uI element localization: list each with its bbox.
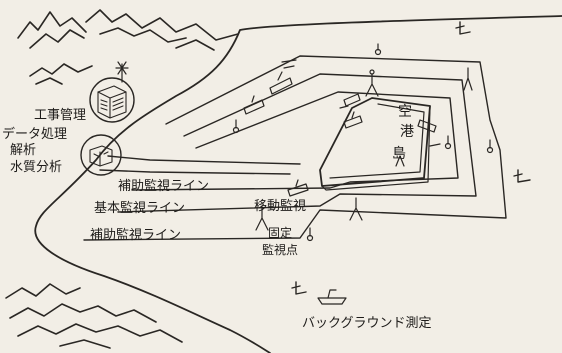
label-island-char-3: 島 bbox=[392, 146, 406, 162]
label-monitoring-point: 監視点 bbox=[262, 242, 298, 257]
office-circle-construction bbox=[89, 77, 135, 123]
label-island-char-1: 空 bbox=[398, 104, 412, 120]
label-construction-management: 工事管理 bbox=[34, 108, 86, 123]
inner-auxiliary-line bbox=[131, 91, 459, 191]
label-data-processing: データ処理 bbox=[2, 126, 67, 142]
label-basic-monitoring-line: 基本監視ライン bbox=[94, 200, 185, 216]
label-water-quality-analysis: 水質分析 bbox=[10, 160, 62, 175]
office-circle-analysis bbox=[80, 134, 122, 176]
office-building-icon bbox=[89, 145, 113, 167]
label-background-measurement: バックグラウンド測定 bbox=[302, 316, 431, 331]
data-link-line bbox=[99, 155, 301, 175]
mountain-icon bbox=[29, 63, 93, 85]
airport-island bbox=[319, 97, 431, 191]
label-mobile-monitoring: 移動監視 bbox=[254, 198, 306, 214]
label-auxiliary-monitoring-line-upper: 補助監視ライン bbox=[118, 178, 209, 194]
survey-boat-icon bbox=[243, 71, 437, 305]
mountain-icon bbox=[5, 283, 183, 349]
office-building-icon bbox=[97, 85, 127, 119]
antenna-icon bbox=[115, 61, 129, 83]
monitoring-buoy-icon bbox=[232, 43, 494, 242]
label-auxiliary-monitoring-line-lower: 補助監視ライン bbox=[90, 227, 181, 243]
label-fixed: 固定 bbox=[268, 225, 292, 240]
coastline bbox=[34, 15, 562, 353]
wave-symbol-icon bbox=[281, 59, 441, 147]
label-island-char-2: 港 bbox=[400, 124, 414, 140]
outer-monitoring-line bbox=[83, 55, 507, 241]
basic-monitoring-line bbox=[117, 73, 477, 213]
sea-bird-icon bbox=[291, 21, 531, 295]
label-analysis: 解析 bbox=[10, 143, 36, 158]
mountain-icon bbox=[17, 9, 239, 51]
